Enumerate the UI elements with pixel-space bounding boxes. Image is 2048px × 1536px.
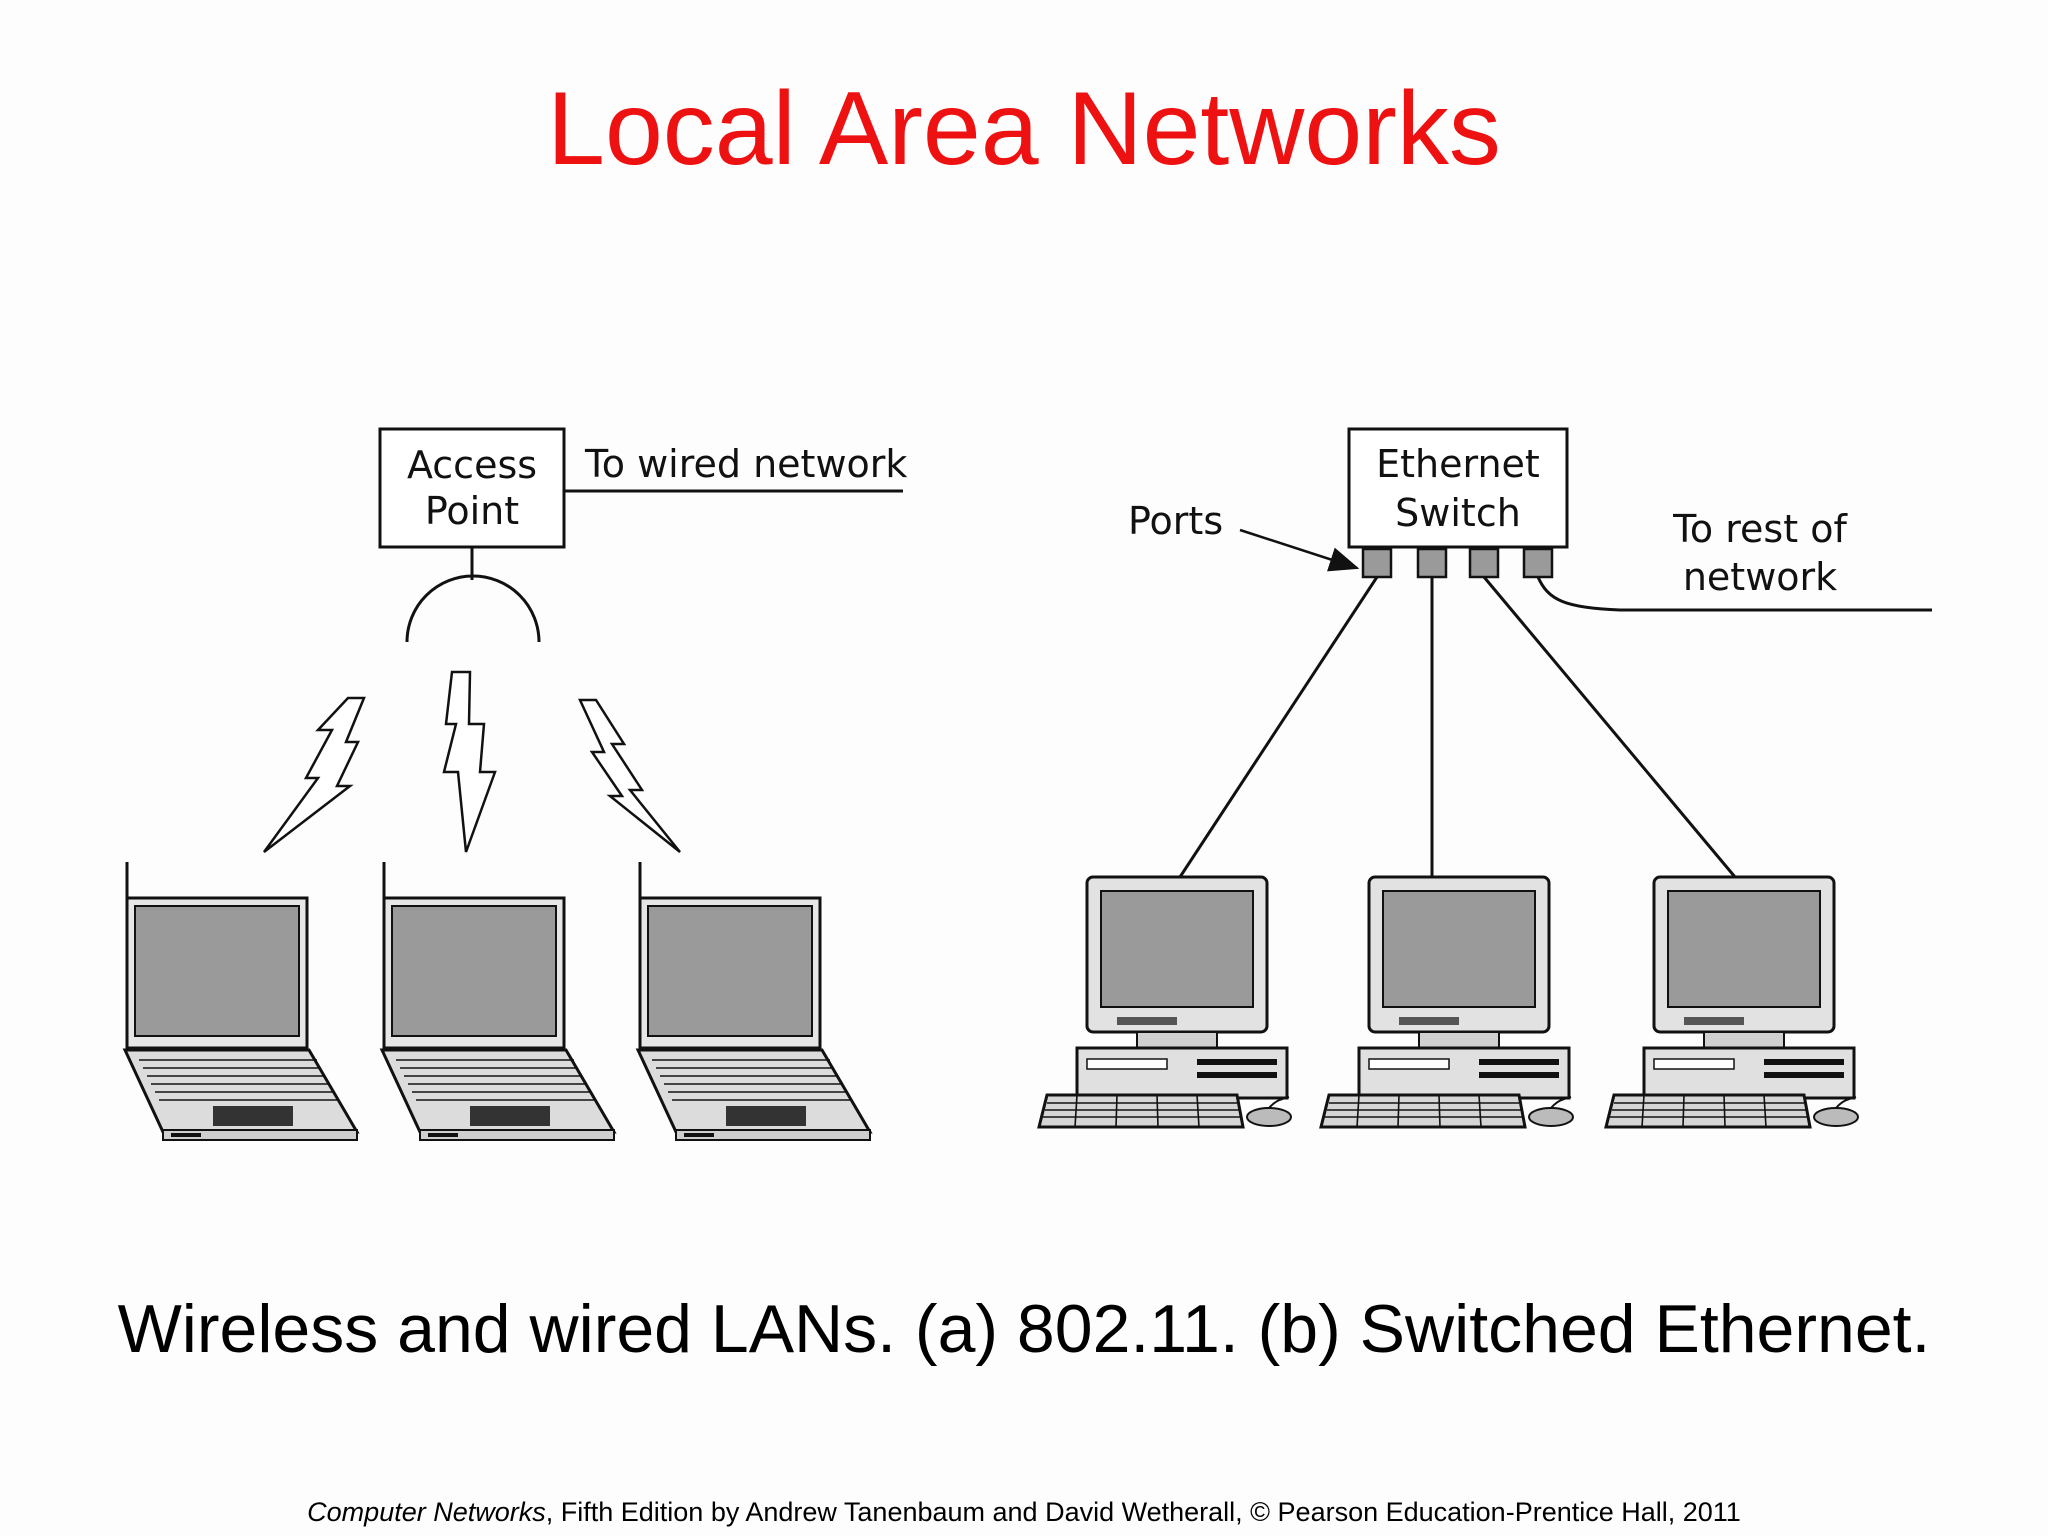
radio-signal-icon [262, 670, 681, 853]
laptop [636, 860, 872, 1142]
rest-of-network-link [1536, 576, 1932, 612]
source-credit: Computer Networks, Fifth Edition by Andr… [0, 1497, 2048, 1528]
to-rest-of-network-label-line1: To rest of [1672, 507, 1848, 551]
ethernet-switch: Ethernet Switch [1347, 427, 1569, 549]
desktop-computer [1037, 875, 1293, 1129]
desktop-computer [1319, 875, 1575, 1129]
switch-label-line2: Switch [1395, 491, 1521, 535]
switch-cables [1178, 576, 1737, 878]
access-point-label-line2: Point [425, 489, 519, 533]
access-point-label-line1: Access [407, 443, 537, 487]
slide-title: Local Area Networks [547, 71, 1501, 187]
to-rest-of-network-label-line2: network [1683, 555, 1837, 599]
book-title: Computer Networks [307, 1497, 546, 1527]
laptop [380, 860, 616, 1142]
laptop [123, 860, 359, 1142]
access-point: Access Point [378, 427, 566, 549]
switch-label-line1: Ethernet [1376, 442, 1540, 486]
ports-pointer [1239, 528, 1360, 572]
switch-ports [1361, 547, 1554, 579]
credit-text: , Fifth Edition by Andrew Tanenbaum and … [545, 1497, 1741, 1527]
figure-caption: Wireless and wired LANs. (a) 802.11. (b)… [117, 1291, 1931, 1367]
ports-label: Ports [1128, 499, 1223, 543]
antenna-icon [405, 547, 541, 643]
to-wired-network-label: To wired network [584, 442, 907, 486]
desktop-computer [1604, 875, 1860, 1129]
